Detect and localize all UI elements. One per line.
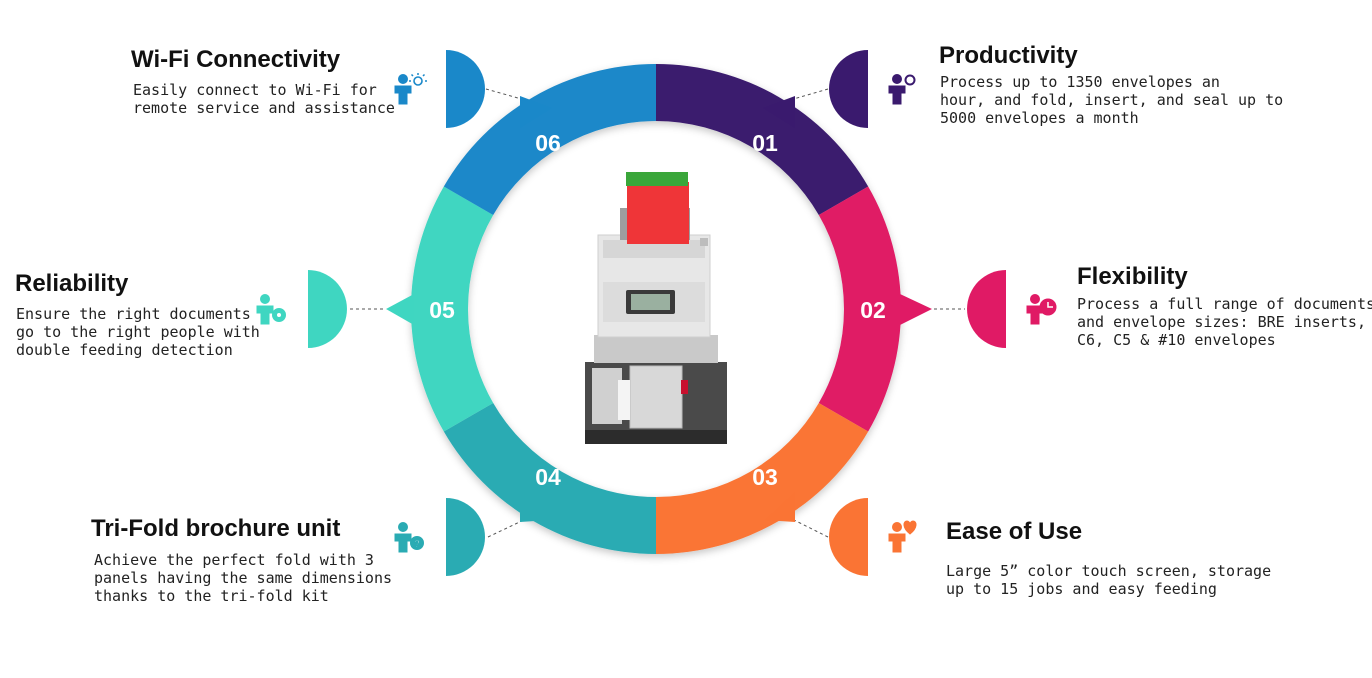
pointer-01 — [763, 96, 795, 128]
folder-inserter-machine-image — [585, 172, 727, 444]
segment-number-05: 05 — [429, 297, 455, 323]
person-with-cog-icon — [256, 294, 286, 325]
tab-01 — [829, 50, 868, 128]
desc-line: hour, and fold, insert, and seal up to — [940, 91, 1284, 109]
desc-line: Process a full range of documents — [1077, 295, 1372, 313]
person-with-clock-icon — [1026, 294, 1057, 325]
segment-01 — [656, 64, 869, 215]
feature-title-ease-of-use: Ease of Use — [946, 518, 1083, 545]
segment-number-03: 03 — [752, 464, 778, 490]
pointer-05 — [386, 294, 414, 325]
feature-title-reliability: Reliability — [15, 270, 129, 297]
segment-number-06: 06 — [535, 130, 561, 156]
desc-line: and envelope sizes: BRE inserts, — [1077, 313, 1366, 331]
segment-02 — [818, 186, 901, 432]
feature-title-flexibility: Flexibility — [1077, 263, 1188, 290]
desc-line: Achieve the perfect fold with 3 — [94, 551, 374, 569]
segment-number-04: 04 — [535, 464, 561, 490]
desc-line: Process up to 1350 envelopes an — [940, 73, 1220, 91]
segment-06 — [443, 64, 656, 215]
segment-03 — [656, 403, 869, 554]
feature-desc-flexibility: Process a full range of documents and en… — [1077, 295, 1372, 349]
pointer-06 — [520, 96, 552, 128]
desc-line: up to 15 jobs and easy feeding — [946, 580, 1217, 598]
pointer-02 — [900, 294, 932, 325]
desc-line: go to the right people with — [16, 323, 260, 341]
feature-title-trifold: Tri-Fold brochure unit — [91, 515, 341, 542]
ring — [411, 64, 901, 554]
desc-line: remote service and assistance — [133, 99, 395, 117]
desc-line: Ensure the right documents — [16, 305, 251, 323]
tab-02 — [967, 270, 1006, 348]
tab-05 — [308, 270, 347, 348]
person-with-heart-icon — [888, 520, 917, 553]
tab-06 — [446, 50, 485, 128]
desc-line: Large 5” color touch screen, storage — [946, 562, 1272, 580]
pointer-04 — [520, 492, 550, 522]
feature-desc-wifi: Easily connect to Wi-Fi for remote servi… — [133, 81, 395, 117]
tab-04 — [446, 498, 485, 576]
feature-desc-ease-of-use: Large 5” color touch screen, storage up … — [946, 562, 1271, 598]
person-with-gear-icon — [888, 74, 916, 105]
desc-line: Easily connect to Wi-Fi for — [133, 81, 377, 99]
feature-desc-trifold: Achieve the perfect fold with 3 panels h… — [94, 551, 392, 605]
desc-line: 5000 envelopes a month — [940, 109, 1139, 127]
desc-line: double feeding detection — [16, 341, 233, 359]
pointer-03 — [765, 492, 795, 522]
tab-03 — [829, 498, 868, 576]
person-with-lightbulb-icon — [394, 73, 427, 105]
desc-line: C6, C5 & #10 envelopes — [1077, 331, 1276, 349]
segment-04 — [443, 403, 656, 554]
feature-title-productivity: Productivity — [939, 42, 1078, 69]
feature-desc-reliability: Ensure the right documents go to the rig… — [16, 305, 260, 359]
feature-title-wifi: Wi-Fi Connectivity — [131, 46, 341, 73]
desc-line: thanks to the tri-fold kit — [94, 587, 329, 605]
svg-text:?: ? — [414, 539, 420, 550]
segment-05 — [411, 186, 494, 432]
feature-desc-productivity: Process up to 1350 envelopes an hour, an… — [940, 73, 1283, 127]
segment-number-02: 02 — [860, 297, 886, 323]
desc-line: panels having the same dimensions — [94, 569, 393, 587]
segment-number-01: 01 — [752, 130, 778, 156]
person-with-question-icon: ? — [394, 522, 424, 553]
